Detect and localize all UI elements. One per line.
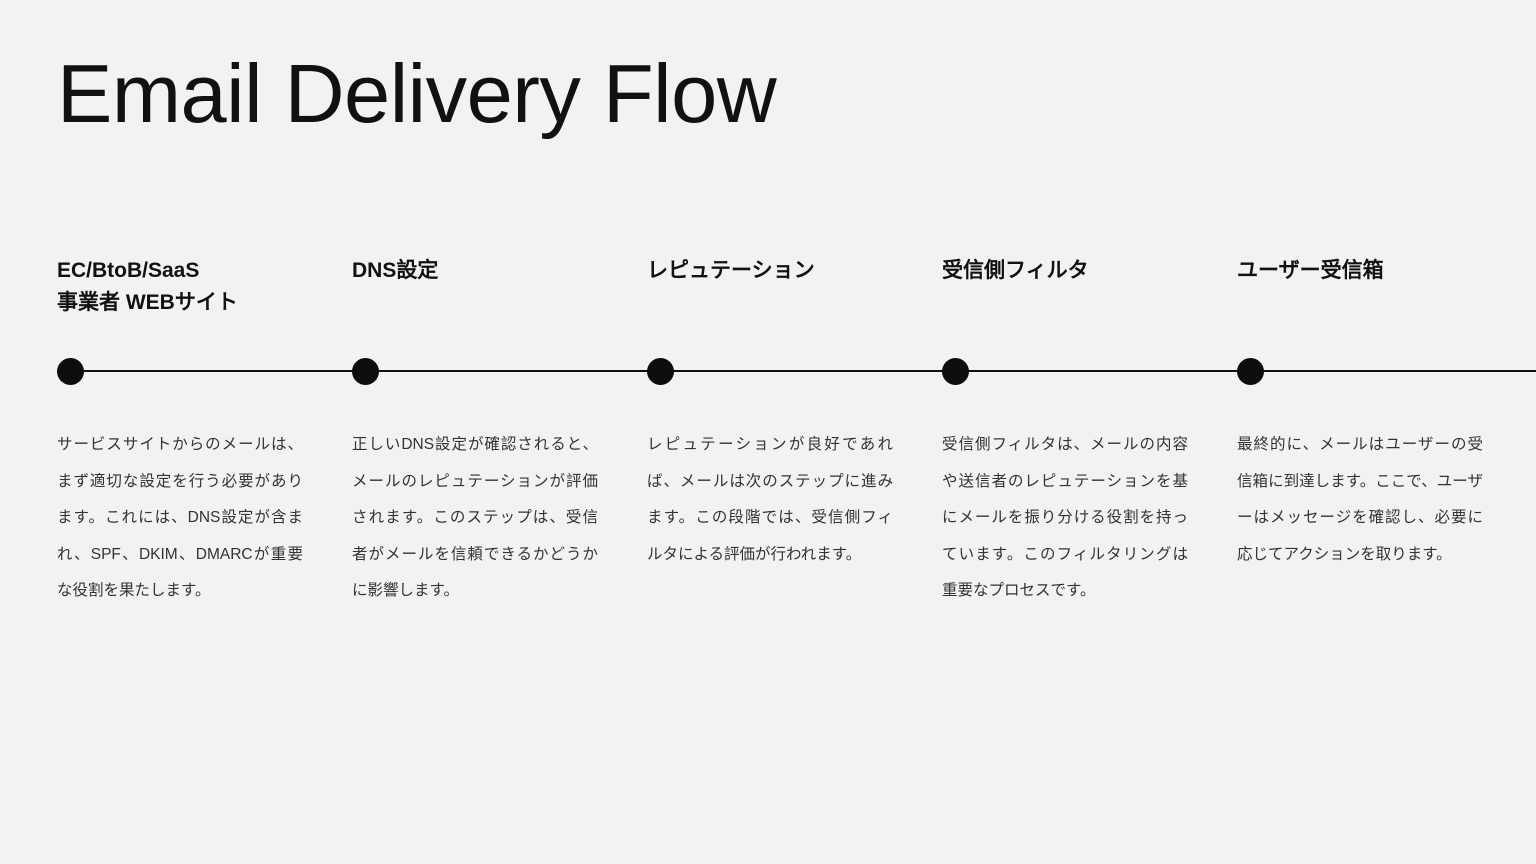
timeline-dot-icon-1 — [57, 358, 84, 385]
step-heading-2: DNS設定 — [352, 259, 439, 282]
step-body-4: 受信側フィルタは、メールの内容や送信者のレピュテーションを基にメールを振り分ける… — [942, 436, 1188, 599]
step-body-1: サービスサイトからのメールは、まず適切な設定を行う必要があります。これには、DN… — [57, 436, 303, 599]
timeline-dot-icon-4 — [942, 358, 969, 385]
step-heading-5: ユーザー受信箱 — [1237, 259, 1384, 282]
timeline-dot-icon-2 — [352, 358, 379, 385]
timeline-dot-icon-5 — [1237, 358, 1264, 385]
step-heading-1: EC/BtoB/SaaS 事業者 WEBサイト — [57, 259, 238, 314]
timeline-axis-line — [70, 370, 1536, 372]
step-body-2: 正しいDNS設定が確認されると、メールのレピュテーションが評価されます。このステ… — [352, 436, 598, 599]
page-title: Email Delivery Flow — [57, 47, 777, 140]
step-body-5: 最終的に、メールはユーザーの受信箱に到達します。ここで、ユーザーはメッセージを確… — [1237, 436, 1483, 563]
timeline-dot-icon-3 — [647, 358, 674, 385]
step-body-3: レピュテーションが良好であれば、メールは次のステップに進みます。この段階では、受… — [647, 436, 893, 563]
step-heading-4: 受信側フィルタ — [942, 259, 1089, 282]
step-heading-3: レピュテーション — [647, 259, 815, 282]
